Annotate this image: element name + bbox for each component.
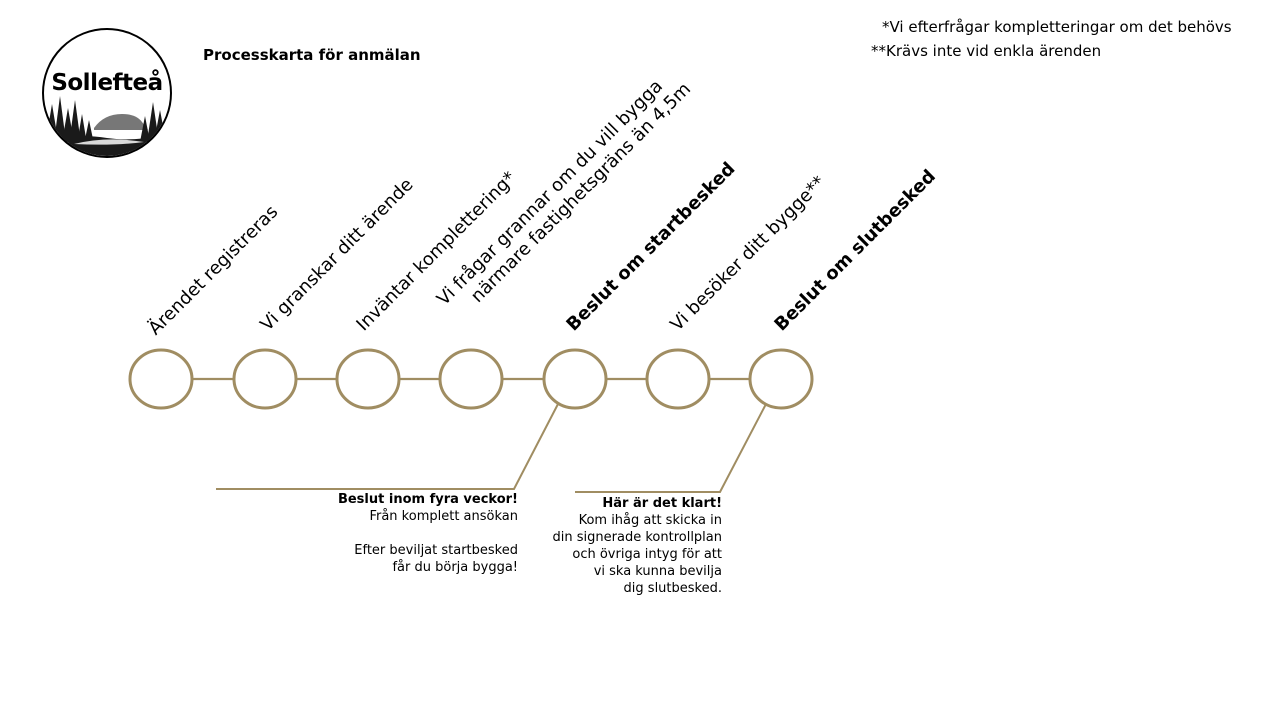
footnote-simple-cases: **Krävs inte vid enkla ärenden	[871, 42, 1102, 60]
step-circle-1	[128, 348, 194, 410]
callout-startbesked: Beslut inom fyra veckor! Från komplett a…	[300, 491, 518, 576]
callout-leader-startbesked	[216, 403, 559, 490]
logo-wordmark: Sollefteå	[51, 70, 163, 96]
callout-text: Från komplett ansökan	[369, 509, 518, 524]
callout-slutbesked: Här är det klart! Kom ihåg att skicka in…	[520, 495, 722, 597]
callout-heading: Beslut inom fyra veckor!	[337, 492, 518, 507]
page-title: Processkarta för anmälan	[203, 46, 421, 64]
step-circle-5	[542, 348, 608, 410]
step-circle-2	[232, 348, 298, 410]
callout-text: och övriga intyg för att	[572, 547, 722, 562]
step-circle-6	[645, 348, 711, 410]
step-circle-3	[335, 348, 401, 410]
callout-text: dig slutbesked.	[623, 581, 722, 596]
callout-text: Efter beviljat startbesked	[354, 543, 518, 558]
footnote-supplement: *Vi efterfrågar kompletteringar om det b…	[882, 18, 1232, 36]
callout-spacer	[300, 525, 518, 542]
callout-heading: Här är det klart!	[602, 496, 722, 511]
callout-text: vi ska kunna bevilja	[593, 564, 722, 579]
callout-text: din signerade kontrollplan	[552, 530, 722, 545]
callout-text: Kom ihåg att skicka in	[578, 513, 722, 528]
callout-leader-slutbesked	[575, 403, 767, 493]
callout-text: får du börja bygga!	[392, 560, 518, 575]
sollefteå-logo: Sollefteå	[42, 28, 172, 158]
forest-landscape-icon	[44, 96, 170, 156]
step-circle-4	[438, 348, 504, 410]
step-circle-7	[748, 348, 814, 410]
